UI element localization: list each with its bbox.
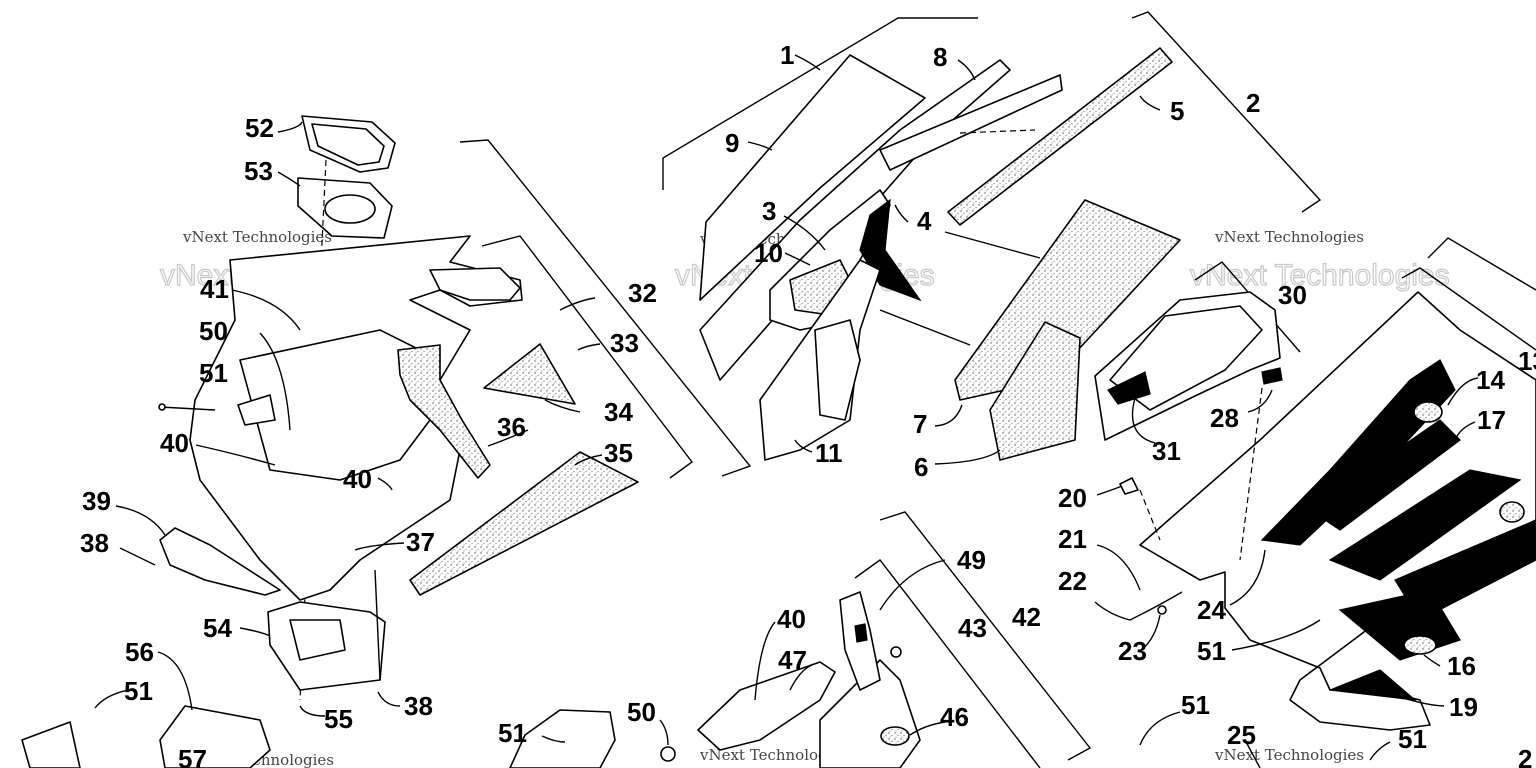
callout-14: 14 (1476, 365, 1505, 395)
callout-50: 50 (627, 697, 656, 727)
fender-part (697, 661, 836, 751)
callout-51: 51 (124, 676, 153, 706)
callout-25: 25 (1227, 720, 1256, 750)
bracket-33 (481, 235, 693, 479)
knob-part (237, 394, 276, 426)
callout-1: 1 (780, 40, 794, 70)
callout-40: 40 (343, 464, 372, 494)
callout-36: 36 (497, 412, 526, 442)
callout-4: 4 (917, 206, 932, 236)
callout-51: 51 (1197, 636, 1226, 666)
callout-17: 17 (1477, 405, 1506, 435)
callout-43: 43 (958, 613, 987, 643)
callout-9: 9 (725, 128, 739, 158)
hood-assembly (662, 11, 1322, 465)
callout-20: 20 (1058, 483, 1087, 513)
callout-51: 51 (498, 718, 527, 748)
callout-35: 35 (604, 438, 633, 468)
callout-11: 11 (815, 438, 843, 468)
callout-54: 54 (203, 613, 232, 643)
callout-38: 38 (80, 528, 109, 558)
corner-piece (21, 721, 81, 768)
callout-2: 2 (1246, 88, 1260, 118)
lower-assembly (509, 511, 1391, 768)
callout-19: 19 (1449, 692, 1478, 722)
foam-block (954, 199, 1181, 401)
callout-21: 21 (1058, 524, 1087, 554)
callout-34: 34 (604, 397, 633, 427)
callout-40: 40 (777, 604, 806, 634)
callout-31: 31 (1152, 436, 1181, 466)
callout-28: 28 (1210, 403, 1239, 433)
bracket-foam-part (397, 344, 491, 479)
callout-7: 7 (913, 409, 927, 439)
foam-long-piece (409, 451, 639, 596)
watermark-text: vNext Technologies (182, 228, 332, 246)
watermark-text: vNext Technologies (699, 746, 849, 764)
bracket-32 (459, 139, 752, 477)
callout-53: 53 (244, 156, 273, 186)
callout-37: 37 (406, 527, 435, 557)
callout-5: 5 (1170, 96, 1184, 126)
callout-24: 24 (1197, 595, 1226, 625)
callout-49: 49 (957, 545, 986, 575)
callout-40: 40 (160, 428, 189, 458)
callout-51: 51 (1398, 724, 1427, 754)
callout-52: 52 (245, 113, 274, 143)
callout-6: 6 (914, 452, 928, 482)
bracket-2 (1131, 11, 1322, 213)
callout-22: 22 (1058, 566, 1087, 596)
left-assembly (21, 115, 752, 768)
callout-42: 42 (1012, 602, 1041, 632)
callout-46: 46 (940, 702, 969, 732)
clip-part (1119, 477, 1139, 495)
windshield-part (699, 54, 926, 301)
callout-13: 13 (1518, 346, 1536, 376)
callout-8: 8 (933, 42, 947, 72)
lower-panel (159, 705, 271, 768)
watermark-large: vNext Technologies (1190, 259, 1450, 292)
side-panel (159, 527, 281, 596)
mount-bracket (509, 709, 616, 768)
bracket-1 (662, 17, 978, 190)
foam-triangle (483, 343, 576, 405)
watermark-text: vNext Technologies (1214, 746, 1364, 764)
callout-55: 55 (324, 704, 353, 734)
callout-33: 33 (610, 328, 639, 358)
callout-3: 3 (762, 196, 776, 226)
callout-51: 51 (1181, 690, 1210, 720)
callout-16: 16 (1447, 651, 1476, 681)
callout-56: 56 (125, 637, 154, 667)
callout-39: 39 (82, 486, 111, 516)
callout-38: 38 (404, 691, 433, 721)
callout-32: 32 (628, 278, 657, 308)
bracket-43 (854, 559, 1041, 768)
callout-labels: 1 2 3 4 5 6 7 8 9 10 11 13 14 16 17 19 2… (80, 40, 1536, 768)
callout-50: 50 (199, 316, 228, 346)
watermark-text: vNext Technologies (1214, 228, 1364, 246)
graphic-stripe (1260, 359, 1456, 546)
callout-51: 51 (199, 358, 228, 388)
bracket-42 (879, 511, 1092, 761)
callout-47: 47 (778, 645, 807, 675)
side-panel-assembly (1094, 237, 1536, 731)
callout-2-bottom: 2 (1518, 744, 1532, 768)
callout-10: 10 (754, 238, 783, 268)
callout-30: 30 (1278, 280, 1307, 310)
callout-41: 41 (200, 274, 229, 304)
foam-strip (947, 47, 1173, 226)
callout-23: 23 (1118, 636, 1147, 666)
callout-57: 57 (178, 744, 207, 768)
